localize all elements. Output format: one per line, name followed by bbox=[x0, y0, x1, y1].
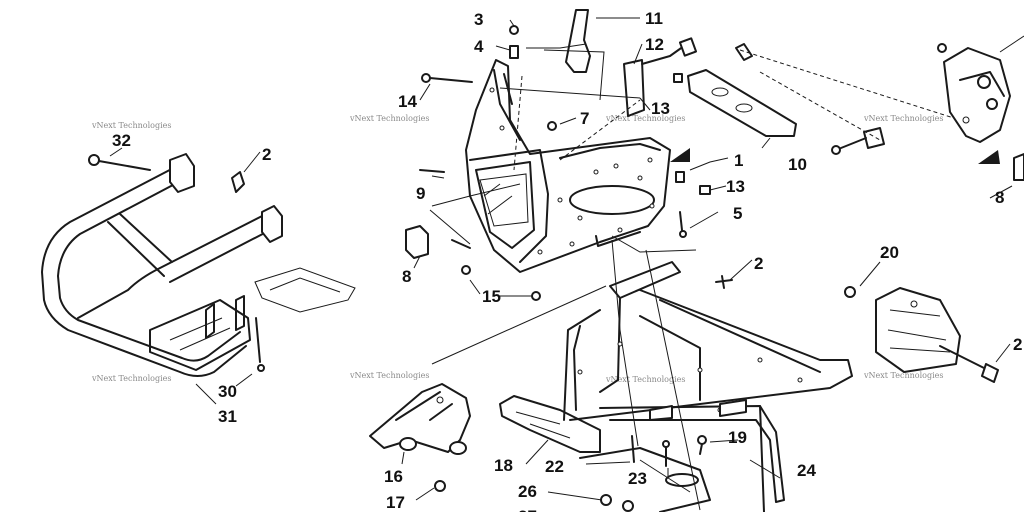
callout-label: 23 bbox=[628, 469, 647, 488]
callout-label: 22 bbox=[545, 457, 564, 476]
callout-label: 27 bbox=[518, 507, 537, 512]
clip-2-icon bbox=[231, 171, 245, 193]
front-frame-assembly bbox=[499, 261, 853, 512]
callout-label: 10 bbox=[788, 155, 807, 174]
plate-10-icon bbox=[687, 69, 797, 137]
callout-label: 14 bbox=[398, 92, 417, 111]
nose-pan-assembly bbox=[465, 59, 671, 273]
spindle-bracket-16-icon bbox=[369, 383, 471, 455]
watermark: vNext Technologies bbox=[863, 114, 943, 123]
steering-linkage-icon bbox=[735, 43, 961, 155]
callout-label: 5 bbox=[733, 204, 742, 223]
screw-3-icon bbox=[509, 25, 519, 35]
nut-13-icon bbox=[699, 185, 711, 195]
callout-label: 26 bbox=[518, 482, 537, 501]
front-bumper-assembly bbox=[41, 153, 356, 377]
watermark: vNext Technologies bbox=[349, 371, 429, 380]
screw-icon bbox=[937, 43, 947, 53]
callout-label: 13 bbox=[726, 177, 745, 196]
callout-label: 18 bbox=[494, 456, 513, 475]
callout-label: 24 bbox=[797, 461, 816, 480]
nut-20-icon bbox=[844, 286, 856, 298]
callout-label: 2 bbox=[754, 254, 763, 273]
pin-22-icon bbox=[631, 435, 635, 463]
nut-13-icon bbox=[673, 73, 683, 83]
callout-label: 16 bbox=[384, 467, 403, 486]
screw-15-icon bbox=[531, 291, 541, 301]
washer-26-icon bbox=[600, 494, 612, 506]
part-1-icon bbox=[675, 171, 685, 183]
watermark: vNext Technologies bbox=[91, 374, 171, 383]
direction-arrow-icon bbox=[670, 148, 690, 162]
watermark: vNext Technologies bbox=[863, 371, 943, 380]
callout-label: 3 bbox=[474, 10, 483, 29]
bolt-14-icon bbox=[421, 73, 473, 83]
callout-label: 19 bbox=[728, 428, 747, 447]
screw-32-icon bbox=[88, 154, 151, 171]
block-8-icon bbox=[405, 225, 429, 259]
clip-2-icon bbox=[715, 275, 733, 289]
callout-label: 12 bbox=[645, 35, 664, 54]
screw-7-icon bbox=[547, 121, 557, 131]
screw-30-icon bbox=[255, 317, 265, 372]
callout-label: 2 bbox=[1013, 335, 1022, 354]
nut-4-icon bbox=[509, 45, 519, 59]
callout-label: 1 bbox=[734, 151, 743, 170]
side-bracket-20-icon bbox=[875, 287, 961, 373]
callout-label: 8 bbox=[995, 188, 1004, 207]
callout-label: 9 bbox=[416, 184, 425, 203]
callout-label: 11 bbox=[645, 9, 663, 28]
callout-label: 32 bbox=[112, 131, 131, 150]
bracket-12-icon bbox=[623, 37, 698, 117]
bolt-23-icon bbox=[662, 440, 670, 467]
callout-label: 20 bbox=[880, 243, 899, 262]
callout-label: 13 bbox=[651, 99, 670, 118]
watermark: vNext Technologies bbox=[349, 114, 429, 123]
pin-9-icon bbox=[419, 169, 471, 249]
callout-label: 30 bbox=[218, 382, 237, 401]
callout-label: 2 bbox=[262, 145, 271, 164]
screw-15-icon bbox=[461, 265, 471, 275]
callout-label: 8 bbox=[402, 267, 411, 286]
callout-label: 4 bbox=[474, 37, 484, 56]
bolt-19-icon bbox=[697, 435, 707, 455]
callout-label: 15 bbox=[482, 287, 501, 306]
steering-knuckle-icon bbox=[943, 35, 1024, 181]
watermarks: vNext Technologies vNext Technologies vN… bbox=[91, 114, 943, 384]
watermark: vNext Technologies bbox=[605, 114, 685, 123]
callout-label: 7 bbox=[580, 109, 589, 128]
washer-27-icon bbox=[622, 500, 634, 512]
callout-labels: 1 2 2 2 3 4 5 7 8 8 9 10 11 12 13 13 14 … bbox=[112, 9, 1022, 512]
bolt-21-icon bbox=[939, 345, 999, 383]
watermark: vNext Technologies bbox=[605, 375, 685, 384]
watermark: vNext Technologies bbox=[91, 121, 171, 130]
bracket-11-icon bbox=[565, 9, 591, 73]
direction-arrow-icon bbox=[978, 150, 1000, 164]
nut-17-icon bbox=[434, 480, 446, 492]
callout-label: 31 bbox=[218, 407, 237, 426]
callout-label: 17 bbox=[386, 493, 405, 512]
screw-5-icon bbox=[679, 211, 687, 238]
leader-lines bbox=[109, 17, 1013, 511]
